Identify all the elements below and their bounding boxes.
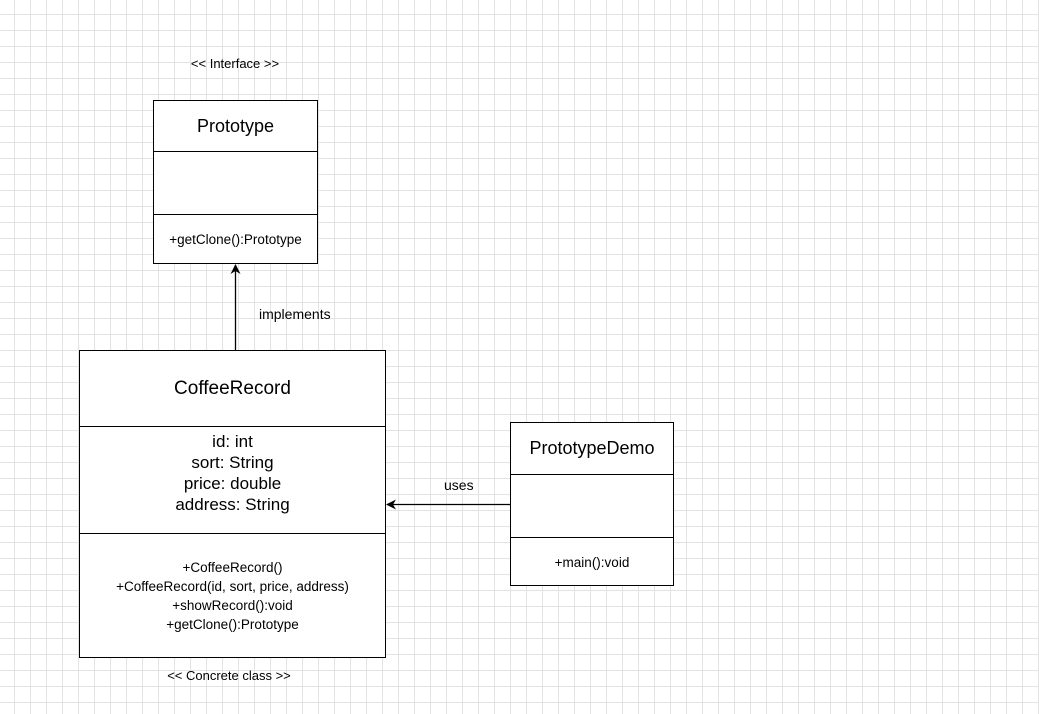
prototype-demo-attributes-compartment (511, 474, 673, 537)
prototype-demo-name-compartment: PrototypeDemo (511, 423, 673, 474)
coffee-record-method: +CoffeeRecord(id, sort, price, address) (116, 579, 349, 594)
coffee-record-name-compartment: CoffeeRecord (80, 351, 385, 426)
concrete-class-stereotype: << Concrete class >> (167, 668, 291, 683)
coffee-record-method: +getClone():Prototype (166, 617, 299, 632)
prototype-attributes-compartment (154, 151, 317, 214)
coffee-record-class-name: CoffeeRecord (174, 377, 291, 399)
coffee-record-class-box[interactable]: CoffeeRecord id: int sort: String price:… (79, 350, 386, 658)
coffee-record-attribute: sort: String (191, 453, 274, 472)
interface-stereotype: << Interface >> (190, 56, 280, 71)
prototype-demo-class-name: PrototypeDemo (529, 438, 655, 458)
prototype-demo-class-box[interactable]: PrototypeDemo +main():void (510, 422, 674, 586)
prototype-methods-compartment: +getClone():Prototype (154, 214, 317, 264)
implements-label: implements (259, 306, 331, 322)
coffee-record-attribute: price: double (183, 474, 282, 493)
prototype-method: +getClone():Prototype (169, 232, 302, 247)
coffee-record-method: +showRecord():void (172, 598, 293, 613)
prototype-class-box[interactable]: Prototype +getClone():Prototype (153, 100, 318, 264)
coffee-record-methods-compartment: +CoffeeRecord() +CoffeeRecord(id, sort, … (80, 533, 385, 658)
coffee-record-attributes-compartment: id: int sort: String price: double addre… (80, 426, 385, 533)
prototype-class-name: Prototype (196, 115, 275, 136)
prototype-demo-method: +main():void (554, 554, 630, 570)
uses-label: uses (444, 477, 474, 493)
prototype-name-compartment: Prototype (154, 101, 317, 151)
coffee-record-attribute: id: int (212, 432, 253, 451)
prototype-demo-methods-compartment: +main():void (511, 537, 673, 586)
coffee-record-attribute: address: String (175, 495, 290, 514)
coffee-record-method: +CoffeeRecord() (182, 560, 283, 575)
